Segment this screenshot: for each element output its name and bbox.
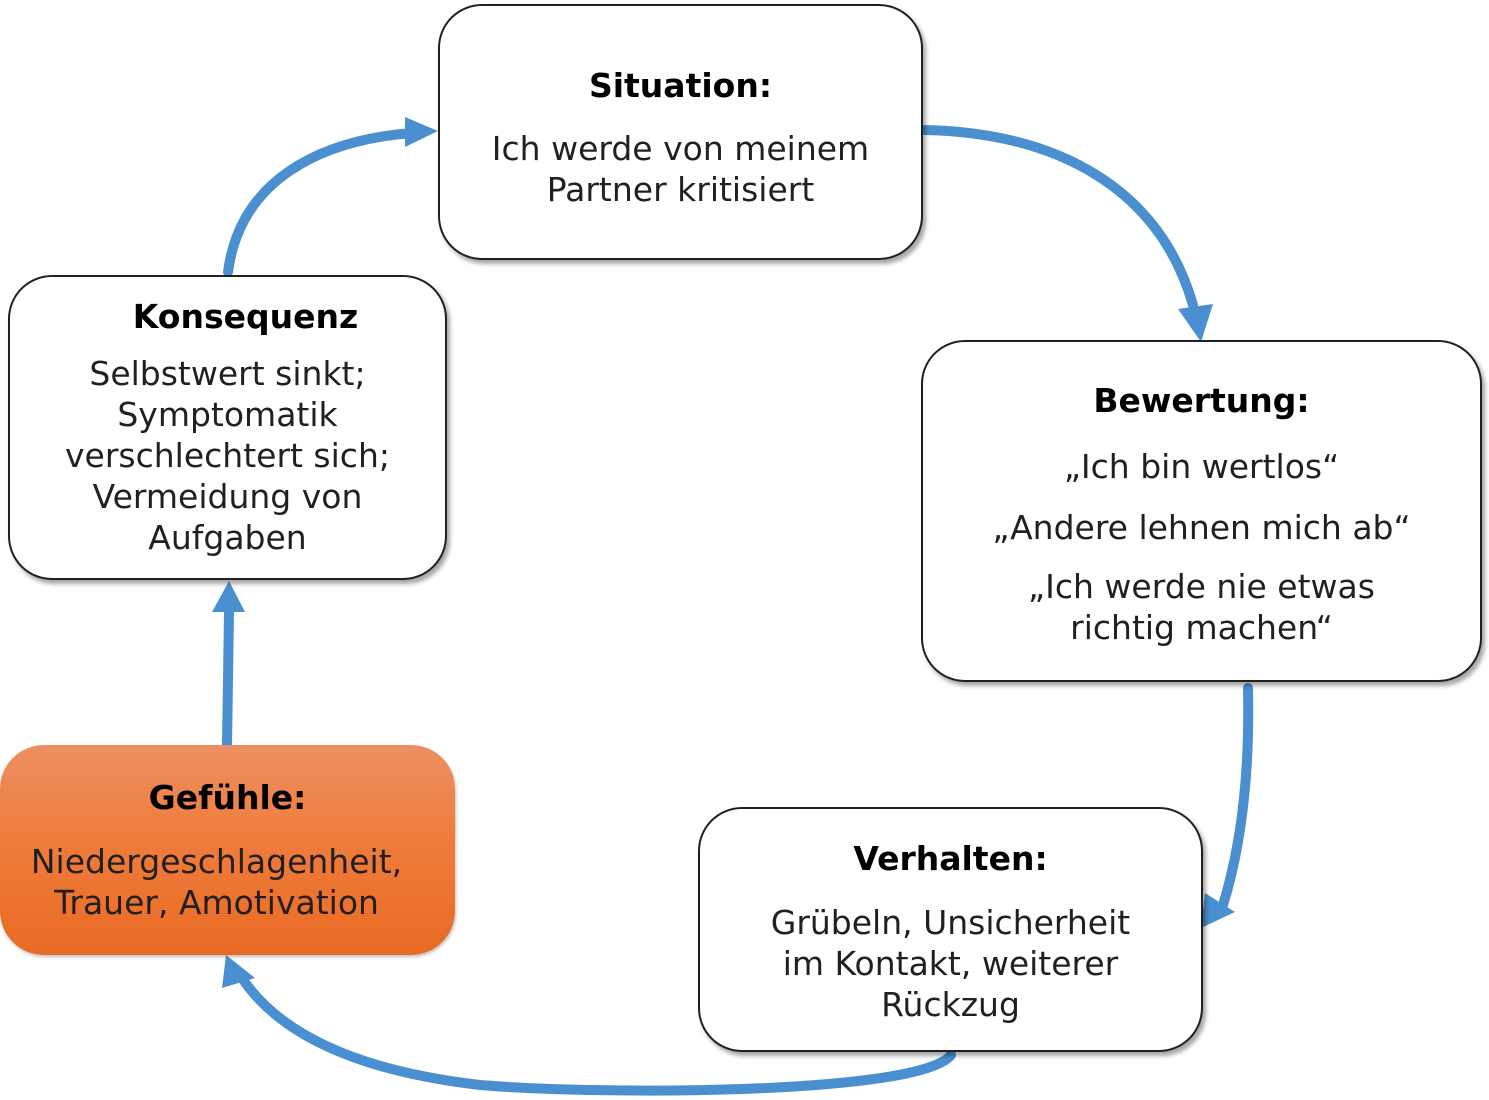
arrowhead-situation <box>405 117 438 147</box>
node-situation-title: Situation: <box>588 66 773 105</box>
node-bewertung-title: Bewertung: <box>1093 381 1310 420</box>
node-gefuehle-line: Niedergeschlagenheit, <box>30 842 403 881</box>
node-gefuehle-line: Trauer, Amotivation <box>54 883 379 922</box>
node-gefuehle-body: Niedergeschlagenheit, Trauer, Amotivatio… <box>0 841 455 923</box>
arrowhead-verhalten <box>1201 893 1235 928</box>
node-verhalten-title: Verhalten: <box>853 839 1048 878</box>
node-bewertung-quote-3: „Ich werde nie etwas richtig machen“ <box>923 566 1480 648</box>
node-bewertung-quote-2: „Andere lehnen mich ab“ <box>923 507 1480 548</box>
node-verhalten-line: im Kontakt, weiterer <box>782 944 1119 983</box>
node-bewertung-quote-1: „Ich bin wertlos“ <box>923 446 1480 487</box>
node-konsequenz-line: Selbstwert sinkt; <box>89 354 366 393</box>
node-verhalten-line: Grübeln, Unsicherheit <box>770 903 1131 942</box>
node-konsequenz: Konsequenz Selbstwert sinkt; Symptomatik… <box>8 275 447 580</box>
arrow-gefuehle-to-konsequenz <box>222 607 234 750</box>
node-konsequenz-line: verschlechtert sich; <box>65 436 390 475</box>
node-bewertung-line: „Andere lehnen mich ab“ <box>992 508 1411 547</box>
node-konsequenz-body: Selbstwert sinkt; Symptomatik verschlech… <box>10 353 445 558</box>
node-bewertung-line: „Ich bin wertlos“ <box>1063 447 1340 486</box>
node-gefuehle: Gefühle: Niedergeschlagenheit, Trauer, A… <box>0 745 455 955</box>
node-konsequenz-line: Symptomatik <box>117 395 338 434</box>
node-verhalten-line: Rückzug <box>881 985 1020 1024</box>
arrowhead-gefuehle <box>222 955 255 988</box>
node-gefuehle-title: Gefühle: <box>148 778 307 817</box>
arrow-situation-to-bewertung <box>920 125 1198 310</box>
node-konsequenz-line: Aufgaben <box>148 518 307 557</box>
node-situation-line: Ich werde von meinem <box>491 129 870 168</box>
arrow-bewertung-to-verhalten <box>1218 683 1254 910</box>
node-verhalten: Verhalten: Grübeln, Unsicherheit im Kont… <box>698 807 1203 1052</box>
node-bewertung-line: richtig machen“ <box>1070 608 1333 647</box>
node-situation-body: Ich werde von meinem Partner kritisiert <box>440 128 921 210</box>
arrow-verhalten-to-gefuehle <box>235 970 956 1096</box>
node-situation: Situation: Ich werde von meinem Partner … <box>438 4 923 260</box>
node-bewertung-line: „Ich werde nie etwas <box>1028 567 1375 606</box>
node-konsequenz-title: Konsequenz <box>132 297 359 336</box>
arrowhead-bewertung <box>1178 304 1213 342</box>
node-situation-line: Partner kritisiert <box>546 170 815 209</box>
node-verhalten-body: Grübeln, Unsicherheit im Kontakt, weiter… <box>700 902 1201 1025</box>
node-konsequenz-line: Vermeidung von <box>92 477 363 516</box>
node-bewertung: Bewertung: „Ich bin wertlos“ „Andere leh… <box>921 340 1482 682</box>
arrowhead-konsequenz <box>212 581 245 612</box>
arrow-konsequenz-to-situation <box>223 128 417 277</box>
